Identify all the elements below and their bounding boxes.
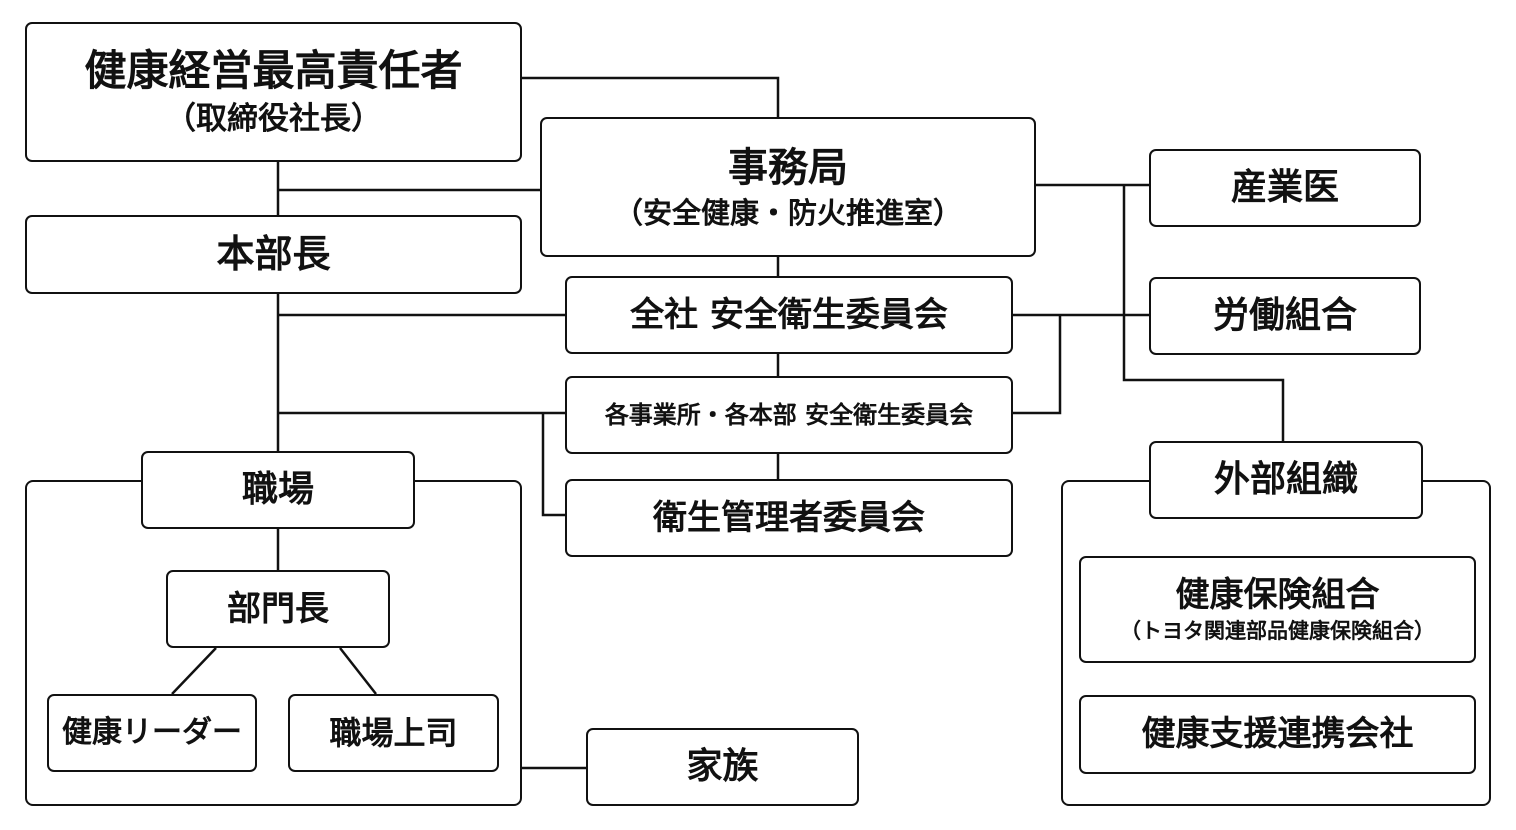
line-right-vertical [1122, 185, 1285, 442]
secretariat-title: 事務局 [728, 144, 848, 191]
gaibu-soshiki-title: 外部組織 [1213, 459, 1358, 501]
sangyoi-box: 産業医 [1149, 149, 1421, 227]
shokuba-title: 職場 [241, 469, 314, 511]
bumoncho-title: 部門長 [227, 588, 329, 629]
zensha-iinkai-box: 全社 安全衛生委員会 [565, 276, 1013, 354]
ceo-title: 健康経営最高責任者 [84, 46, 463, 96]
line-ceo-secretariat [520, 76, 780, 118]
jigyosho-iinkai-title: 各事業所・各本部 安全衛生委員会 [604, 400, 974, 429]
rodo-kumiai-box: 労働組合 [1149, 277, 1421, 355]
line-trunk-eisei [541, 413, 566, 517]
line-bumoncho-leader [171, 647, 217, 695]
secretariat-subtitle: （安全健康・防火推進室） [613, 195, 962, 230]
shokuba-joshi-box: 職場上司 [288, 694, 499, 772]
ceo-box: 健康経営最高責任者 （取締役社長） [25, 22, 522, 162]
jigyosho-iinkai-box: 各事業所・各本部 安全衛生委員会 [565, 376, 1013, 454]
kenpo-subtitle: （トヨタ関連部品健康保険組合） [1120, 619, 1435, 644]
kenpo-title: 健康保険組合 [1175, 574, 1380, 615]
zensha-iinkai-title: 全社 安全衛生委員会 [630, 294, 948, 335]
eisei-kanrisha-box: 衛生管理者委員会 [565, 479, 1013, 557]
sangyoi-title: 産業医 [1230, 167, 1339, 209]
kenko-leader-box: 健康リーダー [47, 694, 257, 772]
kenko-leader-title: 健康リーダー [62, 715, 242, 750]
line-jigyosho-union [1012, 315, 1062, 415]
kenpo-box: 健康保険組合 （トヨタ関連部品健康保険組合） [1079, 556, 1476, 663]
line-bumoncho-joshi [339, 647, 377, 695]
kenko-shien-box: 健康支援連携会社 [1079, 695, 1476, 774]
kazoku-box: 家族 [586, 728, 859, 806]
bumoncho-box: 部門長 [166, 570, 390, 648]
kazoku-title: 家族 [686, 746, 759, 788]
kenko-shien-title: 健康支援連携会社 [1141, 714, 1414, 755]
shokuba-box: 職場 [141, 451, 415, 529]
secretariat-box: 事務局 （安全健康・防火推進室） [540, 117, 1036, 257]
honbucho-title: 本部長 [216, 231, 331, 276]
honbucho-box: 本部長 [25, 215, 522, 294]
gaibu-soshiki-box: 外部組織 [1149, 441, 1423, 519]
eisei-kanrisha-title: 衛生管理者委員会 [653, 497, 925, 538]
rodo-kumiai-title: 労働組合 [1212, 295, 1357, 337]
shokuba-joshi-title: 職場上司 [329, 713, 458, 752]
ceo-subtitle: （取締役社長） [165, 100, 382, 137]
